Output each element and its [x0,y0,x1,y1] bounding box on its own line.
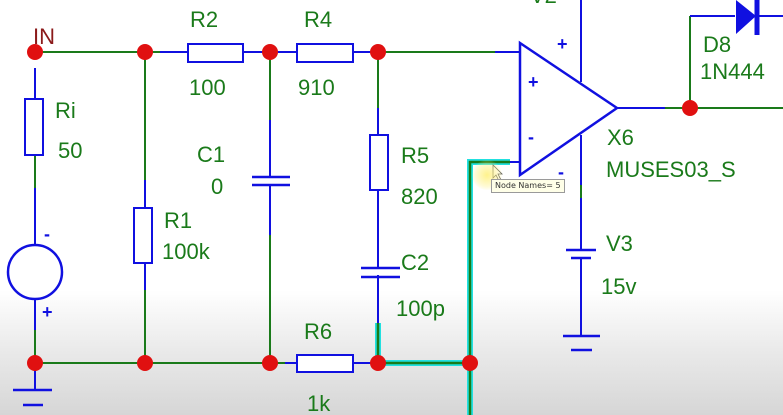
label-d8-value: 1N444 [700,59,765,84]
ground-icon [13,388,52,407]
resistor-r6[interactable] [296,354,354,373]
capacitor-c1[interactable] [252,175,290,187]
resistor-r5[interactable] [369,134,389,191]
source-minus-sign: - [44,224,50,244]
node-dot[interactable] [27,355,43,371]
resistor-ri[interactable] [24,98,44,156]
capacitor-c2[interactable] [361,266,400,279]
source-plus-sign: + [42,302,53,322]
diode-d8[interactable] [736,0,760,35]
label-r2-value: 100 [189,75,226,100]
resistor-r4[interactable] [296,43,354,63]
label-c2-ref: C2 [401,250,429,275]
node-names-tooltip: Node Names= 5 [491,179,565,193]
node-dot[interactable] [137,355,153,371]
net-label-in[interactable]: IN [33,24,55,49]
label-r1-value: 100k [162,239,211,264]
resistor-r2[interactable] [187,43,244,63]
node-dot[interactable] [682,100,698,116]
node-dot[interactable] [137,44,153,60]
label-v2-ref: V2 [530,0,557,8]
opamp-minus-sign: - [528,127,534,147]
node-dot[interactable] [462,355,478,371]
node-dot[interactable] [262,44,278,60]
resistor-r1[interactable] [133,207,153,264]
label-r5-value: 820 [401,184,438,209]
node-dot[interactable] [370,355,386,371]
label-c1-ref: C1 [197,142,225,167]
label-r6-value: 1k [307,391,331,415]
label-v3-value: 15v [601,274,636,299]
voltage-source[interactable] [6,243,64,301]
v3-minus-sign: - [558,162,564,182]
label-ri-ref: Ri [55,98,76,123]
label-ri-value: 50 [58,138,82,163]
label-r4-value: 910 [298,75,335,100]
label-c2-value: 100p [396,296,445,321]
battery-v3[interactable] [566,248,596,260]
label-r5-ref: R5 [401,143,429,168]
label-x6-value: MUSES03_S [606,157,736,182]
highlighted-net-wire[interactable] [376,160,510,415]
node-dot[interactable] [262,355,278,371]
label-r6-ref: R6 [304,319,332,344]
label-x6-ref: X6 [607,125,634,150]
label-r1-ref: R1 [164,208,192,233]
label-c1-value: 0 [211,174,223,199]
label-d8-ref: D8 [703,32,731,57]
v2-plus-sign: + [557,34,568,54]
opamp-x6[interactable] [518,40,620,178]
ground-icon [563,334,600,352]
node-dot[interactable] [370,44,386,60]
label-r4-ref: R4 [304,7,332,32]
label-r2-ref: R2 [190,7,218,32]
label-v3-ref: V3 [606,231,633,256]
opamp-plus-sign: + [528,72,539,92]
node-dot[interactable] [27,44,43,60]
